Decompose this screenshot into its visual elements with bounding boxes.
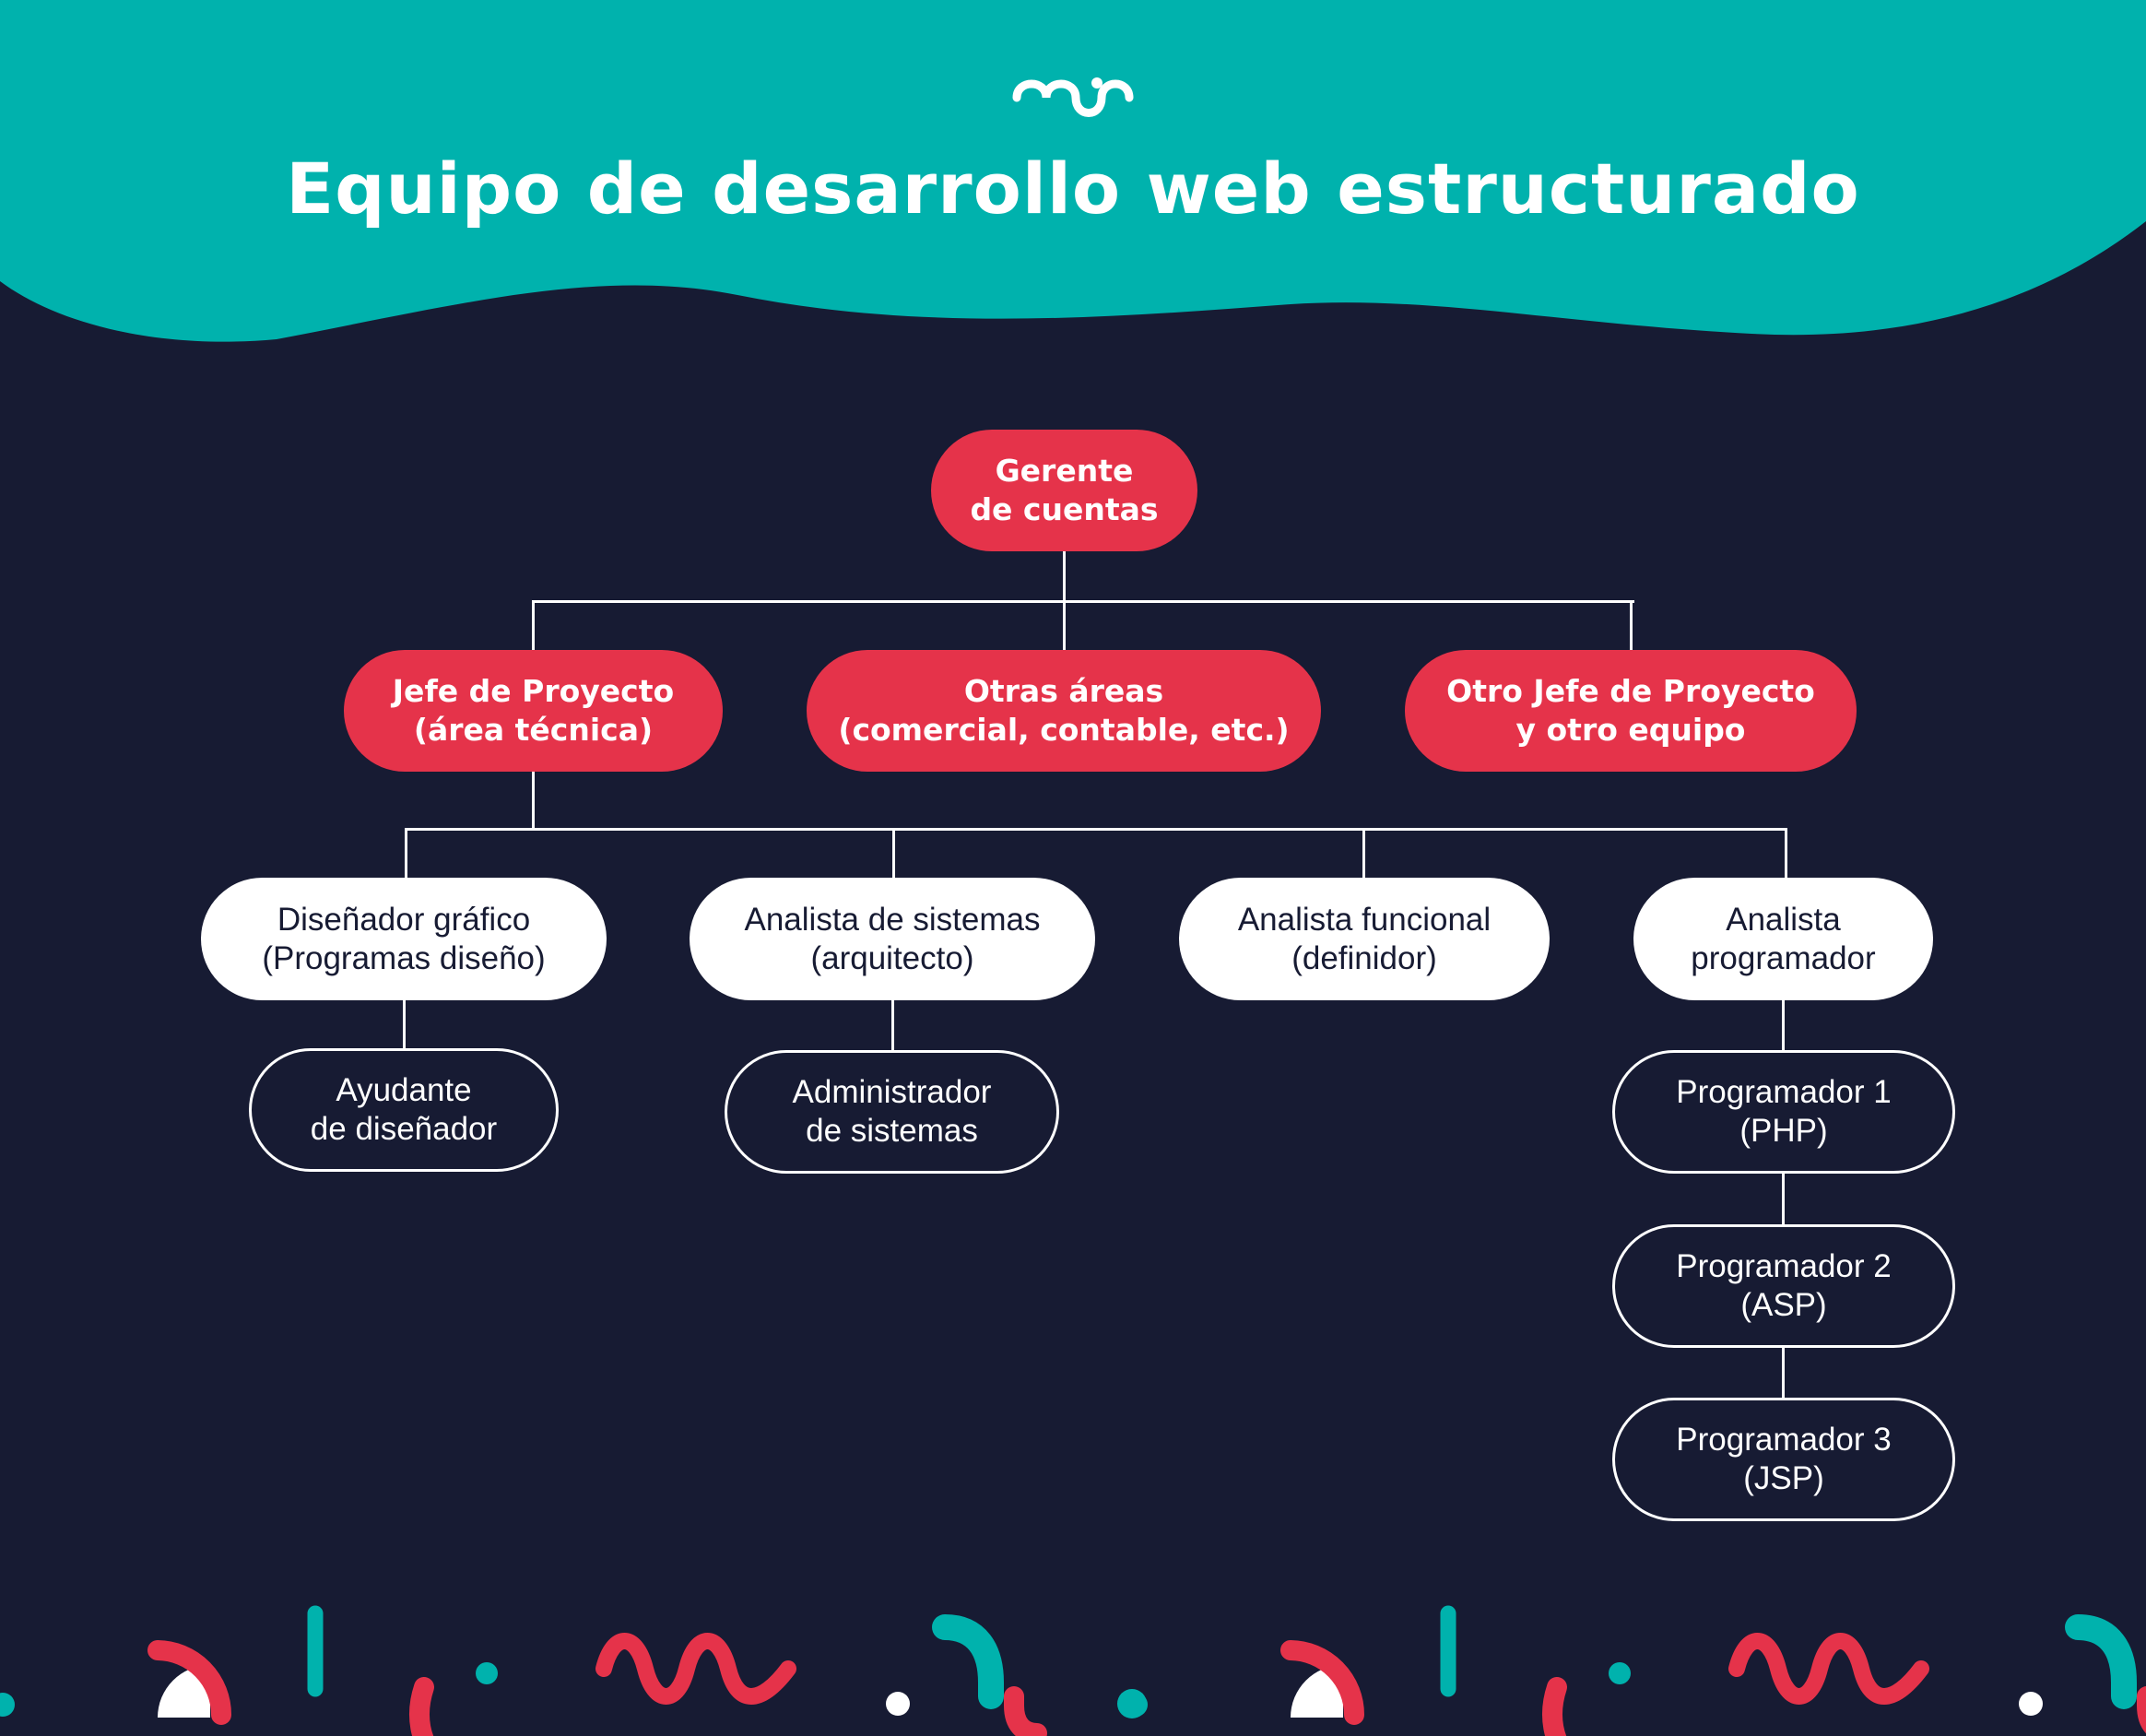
node-programador-1: Programador 1 (PHP) xyxy=(1612,1050,1955,1174)
node-otro-jefe: Otro Jefe de Proyecto y otro equipo xyxy=(1405,650,1857,772)
node-otras-areas: Otras áreas (comercial, contable, etc.) xyxy=(807,650,1321,772)
connector-line xyxy=(892,828,895,878)
connector-line xyxy=(1782,1173,1785,1224)
connector-line xyxy=(532,772,535,830)
decorative-shapes xyxy=(0,1586,2146,1736)
node-analista-funcional: Analista funcional (definidor) xyxy=(1179,878,1550,1000)
connector-line xyxy=(1630,600,1633,650)
node-jefe-proyecto: Jefe de Proyecto (área técnica) xyxy=(344,650,723,772)
page-title: Equipo de desarrollo web estructurado xyxy=(286,148,1860,230)
connector-line xyxy=(1782,1000,1785,1050)
node-ayudante: Ayudante de diseñador xyxy=(249,1048,559,1172)
connector-line xyxy=(1782,1347,1785,1398)
node-administrador: Administrador de sistemas xyxy=(725,1050,1059,1174)
header-wave xyxy=(0,0,2146,342)
node-gerente: Gerente de cuentas xyxy=(931,430,1197,551)
logo-icon xyxy=(1012,77,1134,117)
connector-line xyxy=(532,600,535,650)
node-programador-3: Programador 3 (JSP) xyxy=(1612,1398,1955,1521)
node-disenador: Diseñador gráfico (Programas diseño) xyxy=(201,878,607,1000)
connector-line xyxy=(1785,828,1787,878)
connector-line xyxy=(532,600,1634,603)
node-analista-programador: Analista programador xyxy=(1633,878,1933,1000)
node-programador-2: Programador 2 (ASP) xyxy=(1612,1224,1955,1348)
connector-line xyxy=(405,828,407,878)
connector-line xyxy=(405,828,1787,831)
node-analista-sistemas: Analista de sistemas (arquitecto) xyxy=(690,878,1095,1000)
connector-line xyxy=(403,1000,406,1048)
connector-line xyxy=(891,1000,894,1050)
connector-line xyxy=(1362,828,1365,878)
